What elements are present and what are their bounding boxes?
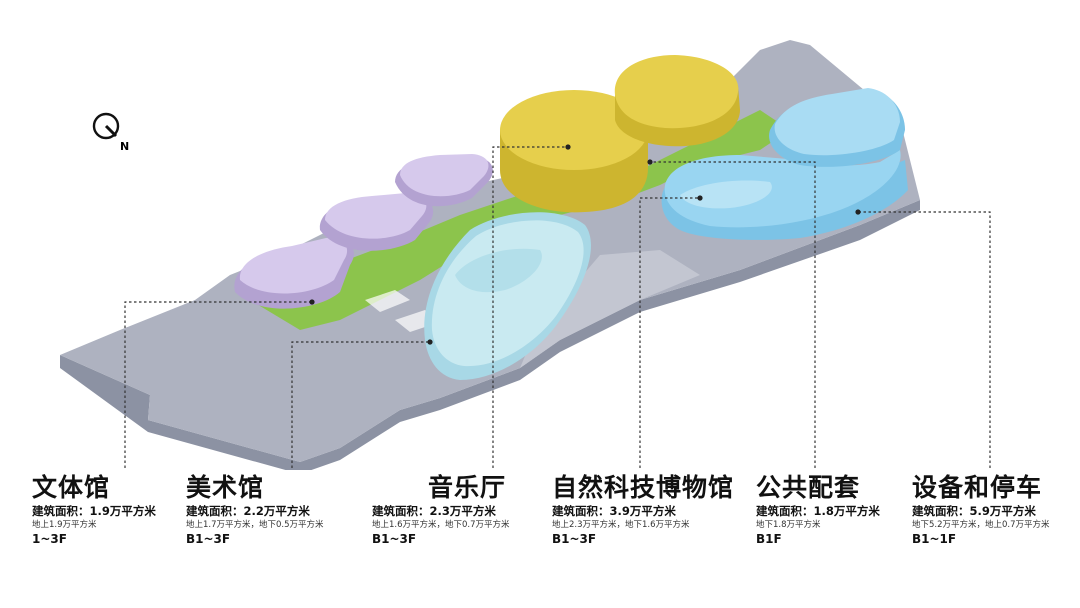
building-area: 建筑面积：2.2万平方米 — [186, 504, 310, 518]
label-science-museum: 自然科技博物馆 建筑面积：3.9万平方米 地上2.3万平方米，地下1.6万平方米… — [552, 472, 734, 547]
building-floors: B1~3F — [186, 532, 231, 546]
leader-dot-art-museum — [427, 339, 433, 345]
leader-line-public-facilities — [650, 161, 816, 468]
building-area: 建筑面积：5.9万平方米 — [912, 504, 1036, 518]
building-floors: B1F — [756, 532, 782, 546]
building-floors: B1~3F — [372, 532, 417, 546]
building-name: 设备和停车 — [912, 473, 1043, 502]
label-concert-hall: 音乐厅 建筑面积：2.3万平方米 地上1.6万平方米，地下0.7万平方米 B1~… — [372, 472, 510, 547]
leader-line-parking — [858, 211, 991, 468]
art-museum-mass — [424, 212, 591, 380]
leader-dots — [309, 144, 861, 345]
sports-culture-hall-mass — [234, 154, 493, 309]
building-area-detail: 地上1.6万平方米，地下0.7万平方米 — [372, 520, 510, 530]
leader-dot-concert-hall — [565, 144, 571, 150]
building-name: 自然科技博物馆 — [552, 473, 735, 502]
building-area: 建筑面积：1.8万平方米 — [756, 504, 880, 518]
building-name: 美术馆 — [186, 473, 265, 502]
label-equipment-parking: 设备和停车 建筑面积：5.9万平方米 地下5.2万平方米，地上0.7万平方米 B… — [912, 472, 1050, 547]
building-area: 建筑面积：3.9万平方米 — [552, 504, 676, 518]
north-arrow-icon — [92, 112, 120, 140]
building-area-detail: 地下5.2万平方米，地上0.7万平方米 — [912, 520, 1050, 530]
building-area-detail: 地下1.8万平方米 — [756, 520, 821, 530]
leader-line-sports-hall — [124, 301, 312, 468]
building-floors: 1~3F — [32, 532, 67, 546]
label-sports-culture-hall: 文体馆 建筑面积：1.9万平方米 地上1.9万平方米 1~3F — [32, 472, 156, 547]
building-name: 音乐厅 — [428, 473, 507, 502]
building-floors: B1~3F — [552, 532, 597, 546]
leader-dot-science-museum — [697, 195, 703, 201]
leader-lines — [124, 146, 991, 468]
building-area: 建筑面积：2.3万平方米 — [372, 504, 496, 518]
north-arrow: N — [92, 110, 130, 154]
massing-diagram — [60, 40, 991, 470]
leader-line-science-museum — [639, 197, 700, 468]
leader-line-art-museum — [291, 341, 430, 468]
north-letter: N — [120, 140, 130, 153]
building-area: 建筑面积：1.9万平方米 — [32, 504, 156, 518]
concert-hall-mass — [500, 55, 740, 213]
building-name: 文体馆 — [32, 473, 111, 502]
leader-dot-sports-hall — [309, 299, 315, 305]
label-art-museum: 美术馆 建筑面积：2.2万平方米 地上1.7万平方米，地下0.5万平方米 B1~… — [186, 472, 324, 547]
building-name: 公共配套 — [756, 473, 861, 502]
building-area-detail: 地上1.9万平方米 — [32, 520, 97, 530]
building-floors: B1~1F — [912, 532, 957, 546]
science-museum-mass — [661, 88, 908, 240]
building-area-detail: 地上1.7万平方米，地下0.5万平方米 — [186, 520, 324, 530]
leader-dot-public-facilities — [647, 159, 653, 165]
leader-dot-parking — [855, 209, 861, 215]
leader-line-concert-hall — [492, 146, 568, 468]
label-public-facilities: 公共配套 建筑面积：1.8万平方米 地下1.8万平方米 B1F — [756, 472, 880, 547]
building-area-detail: 地上2.3万平方米，地下1.6万平方米 — [552, 520, 690, 530]
